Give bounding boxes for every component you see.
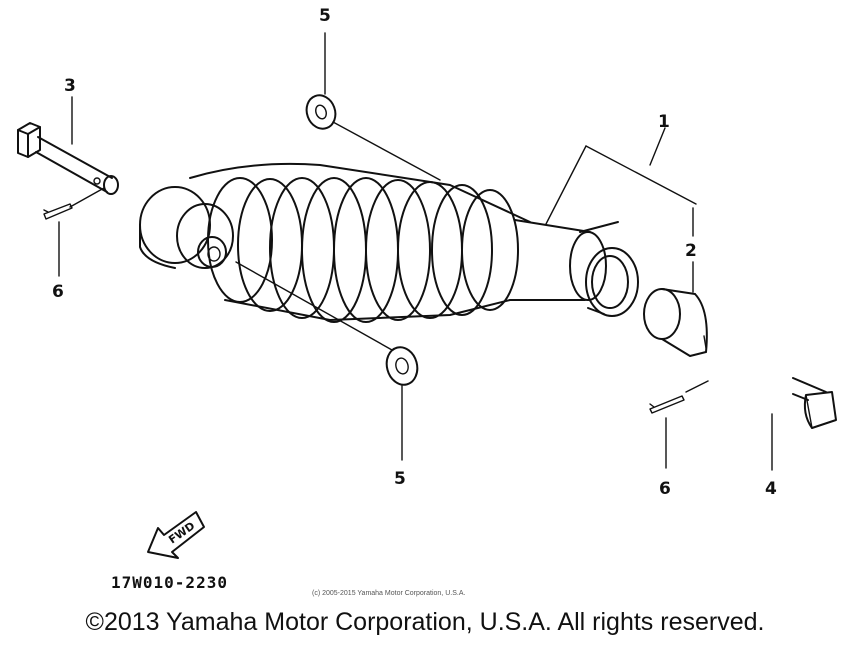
diagram-part-code: 17W010-2230: [111, 573, 228, 592]
washer-bottom-part-5: [385, 346, 419, 386]
callout-6-right: 6: [659, 479, 671, 499]
cotter-pin-right-part-6: [649, 395, 685, 414]
bushing-part-2: [643, 288, 708, 357]
small-copyright-notice: (c) 2005-2015 Yamaha Motor Corporation, …: [312, 590, 466, 597]
callout-5-top: 5: [319, 6, 331, 26]
callout-3: 3: [64, 76, 76, 96]
axis-line-bottom: [235, 261, 393, 351]
leader-line-6-to-bolt: [69, 187, 105, 208]
callout-6-left: 6: [52, 282, 64, 302]
leader-line-6-right-pin: [685, 380, 709, 393]
forward-direction-arrow: FWD: [147, 511, 205, 559]
shock-absorber-part-1: [139, 162, 639, 323]
copyright-notice: ©2013 Yamaha Motor Corporation, U.S.A. A…: [85, 608, 765, 636]
washer-top-part-5: [305, 94, 337, 130]
callout-4: 4: [765, 479, 777, 499]
bolt-part-4: [792, 377, 837, 429]
callout-5-bottom: 5: [394, 469, 406, 489]
bracket-leader-1: [545, 127, 697, 225]
axis-line-top: [332, 121, 441, 181]
cotter-pin-left-part-6: [43, 203, 73, 220]
callout-1: 1: [658, 112, 670, 132]
callout-2: 2: [685, 241, 697, 261]
pivot-bolt-part-3: [17, 122, 119, 195]
